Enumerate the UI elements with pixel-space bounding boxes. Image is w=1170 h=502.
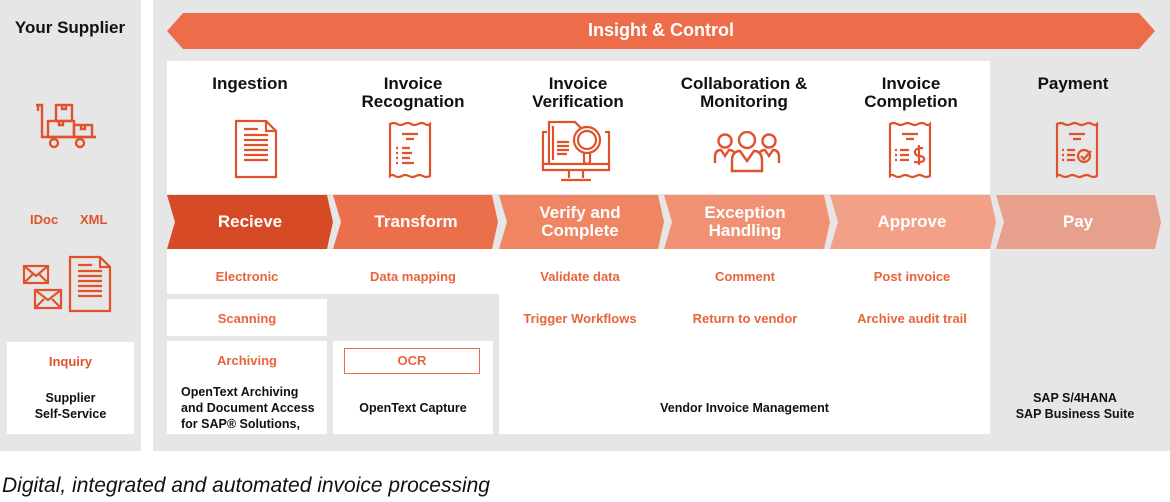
heading-line: Recognation — [361, 92, 465, 111]
heading-line: Invoice — [383, 74, 443, 93]
team-icon — [713, 131, 781, 173]
heading-line: Completion — [864, 92, 958, 111]
capture-box — [333, 341, 493, 434]
supplier-title: Your Supplier — [14, 18, 126, 37]
trolley-icon — [34, 103, 98, 149]
activity-electronic: Electronic — [215, 269, 279, 284]
activity-scanning: Scanning — [217, 311, 277, 326]
step-label: Recieve — [217, 212, 283, 231]
step-transform[interactable]: Transform — [333, 195, 499, 249]
ingestion-electronic-box — [167, 249, 500, 294]
self-service-line1: Supplier — [45, 391, 96, 405]
step-shape-exception — [664, 195, 830, 249]
product-opentext-archiving: OpenText Archiving and Document Access f… — [181, 384, 327, 432]
stage-heading: Invoice Verification — [495, 75, 661, 111]
process-area — [167, 61, 990, 194]
self-service-line2: Self-Service — [34, 407, 107, 421]
activity-return-to-vendor: Return to vendor — [692, 311, 798, 326]
heading-line: Verification — [532, 92, 624, 111]
activity-validate-data: Validate data — [540, 269, 620, 284]
format-idoc: IDoc — [30, 212, 59, 227]
inquiry-label: Inquiry — [48, 354, 93, 369]
activity-trigger-workflows: Trigger Workflows — [523, 311, 637, 326]
product-line: and Document Access — [181, 401, 315, 415]
scanning-box — [167, 299, 327, 336]
supplier-self-service: Supplier Self-Service — [7, 390, 134, 422]
stage-heading: Payment — [993, 75, 1153, 93]
caption: Digital, integrated and automated invoic… — [2, 474, 490, 497]
receipt-check-icon — [1055, 120, 1099, 180]
heading-line: Collaboration & — [680, 74, 808, 93]
heading-line: Ingestion — [212, 74, 288, 93]
receipt-list-icon — [388, 120, 432, 180]
product-sap: SAP S/4HANA SAP Business Suite — [995, 390, 1155, 422]
product-line: SAP Business Suite — [1015, 407, 1135, 421]
heading-line: Monitoring — [700, 92, 788, 111]
product-line: OpenText Archiving — [181, 385, 299, 399]
step-shape-pay — [996, 195, 1161, 249]
step-label: Approve — [877, 212, 947, 231]
banner-label: Insight & Control — [588, 20, 734, 40]
step-label: Verify and — [539, 203, 621, 222]
step-shape-verify — [499, 195, 664, 249]
step-shape-transform — [333, 195, 498, 249]
document-icon — [68, 255, 112, 313]
activity-archiving: Archiving — [217, 353, 277, 368]
insight-control-banner — [167, 13, 1155, 49]
verify-area — [499, 249, 990, 434]
heading-line: Payment — [1037, 74, 1109, 93]
document-icon — [234, 119, 278, 179]
product-opentext-capture: OpenText Capture — [359, 401, 467, 415]
receipt-dollar-icon — [888, 120, 932, 180]
inquiry-box — [7, 342, 134, 434]
step-chevrons — [167, 195, 1167, 249]
heading-line: Invoice — [881, 74, 941, 93]
step-label: Exception — [704, 203, 786, 222]
monitor-magnifier-icon — [541, 120, 613, 186]
format-xml: XML — [80, 212, 108, 227]
step-shape-recieve — [167, 195, 333, 249]
activity-post-invoice: Post invoice — [873, 269, 951, 284]
step-pay[interactable]: Pay — [995, 195, 1161, 249]
stage-heading: Invoice Completion — [828, 75, 994, 111]
step-shape-approve — [830, 195, 996, 249]
step-label: Pay — [1062, 212, 1094, 231]
activity-comment: Comment — [715, 269, 775, 284]
email-icon — [22, 264, 64, 310]
activity-ocr: OCR — [344, 348, 480, 374]
step-label: Complete — [541, 221, 619, 240]
heading-line: Invoice — [548, 74, 608, 93]
activity-data-mapping: Data mapping — [370, 269, 456, 284]
stage-heading: Invoice Recognation — [330, 75, 496, 111]
step-approve[interactable]: Approve — [829, 195, 995, 249]
step-label: Transform — [374, 212, 458, 231]
step-label: Handling — [708, 221, 782, 240]
product-line: for SAP® Solutions, — [181, 417, 300, 431]
stage-heading: Collaboration & Monitoring — [661, 75, 827, 111]
activity-archive-audit-trail: Archive audit trail — [857, 311, 967, 326]
archiving-box — [167, 341, 327, 434]
step-recieve[interactable]: Recieve — [167, 195, 333, 249]
stage-heading: Ingestion — [167, 75, 333, 93]
product-vim: Vendor Invoice Management — [660, 401, 829, 415]
product-line: SAP S/4HANA — [1033, 391, 1117, 405]
